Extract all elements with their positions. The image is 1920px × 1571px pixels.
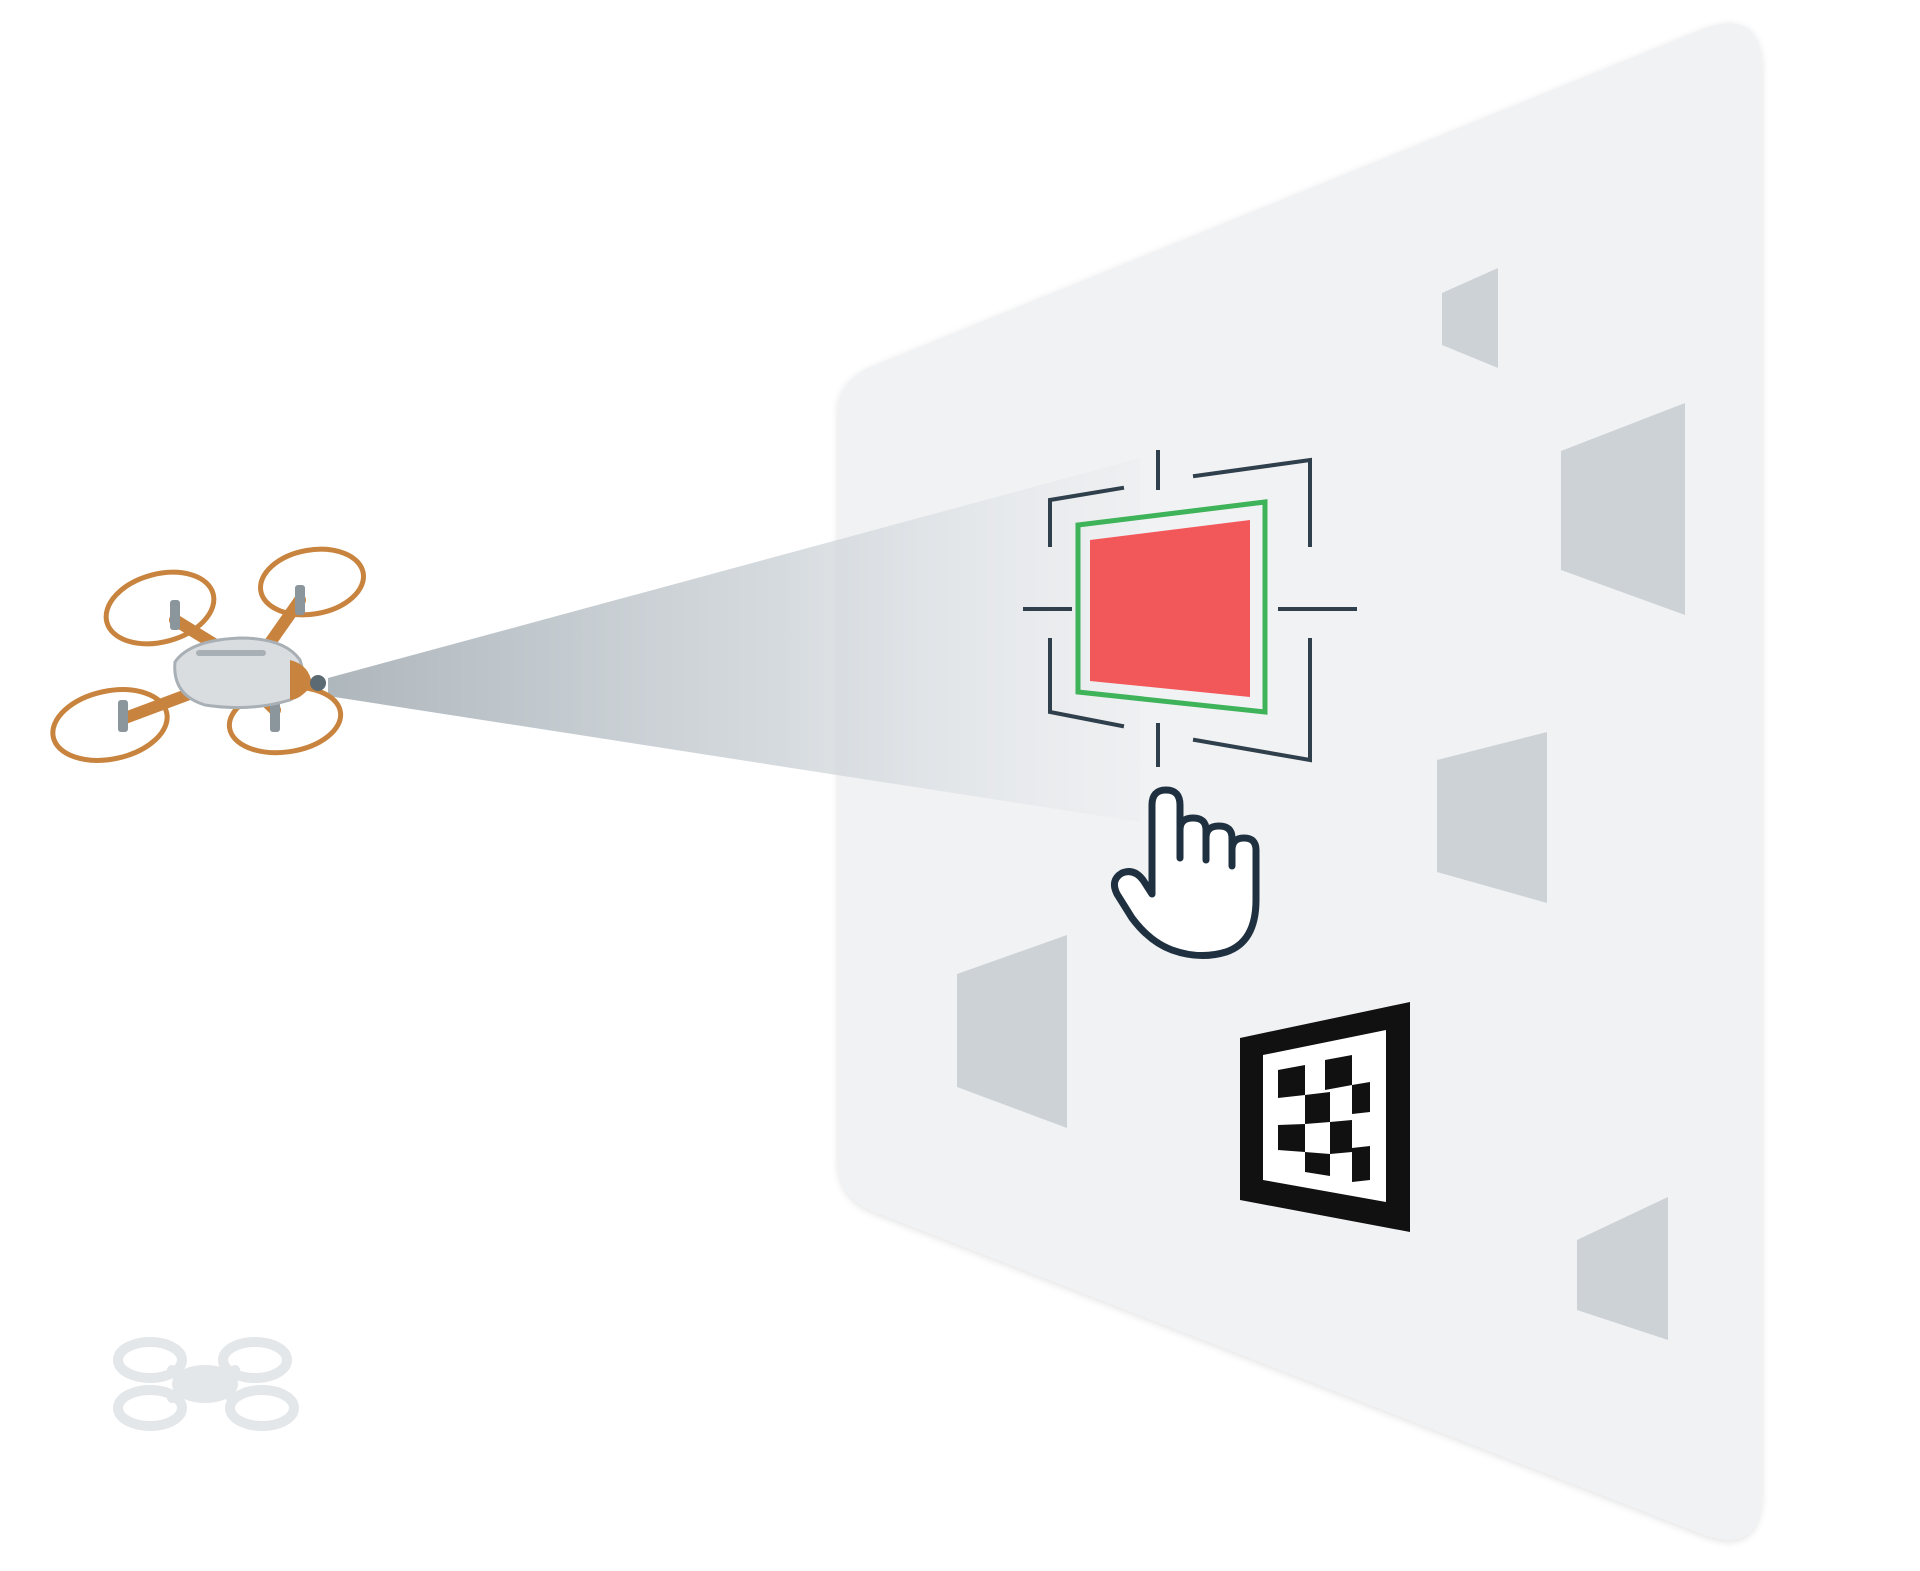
target-outline <box>1075 499 1268 715</box>
wall-panel <box>838 23 1762 1540</box>
crosshair-reticle <box>1023 450 1357 767</box>
wall-marker <box>1577 1197 1668 1340</box>
wall-marker <box>957 935 1067 1128</box>
hand-pointer-icon <box>1110 786 1260 959</box>
faded-drone-icon <box>113 1337 299 1431</box>
wall-marker <box>1561 403 1685 615</box>
wall-markers <box>957 268 1685 1340</box>
target-square[interactable] <box>1090 520 1250 697</box>
aruco-marker[interactable] <box>1240 1002 1410 1232</box>
wall-marker <box>1442 268 1498 368</box>
drone-icon[interactable] <box>46 541 369 770</box>
wall-marker <box>1437 732 1547 903</box>
camera-beam <box>328 458 1140 822</box>
